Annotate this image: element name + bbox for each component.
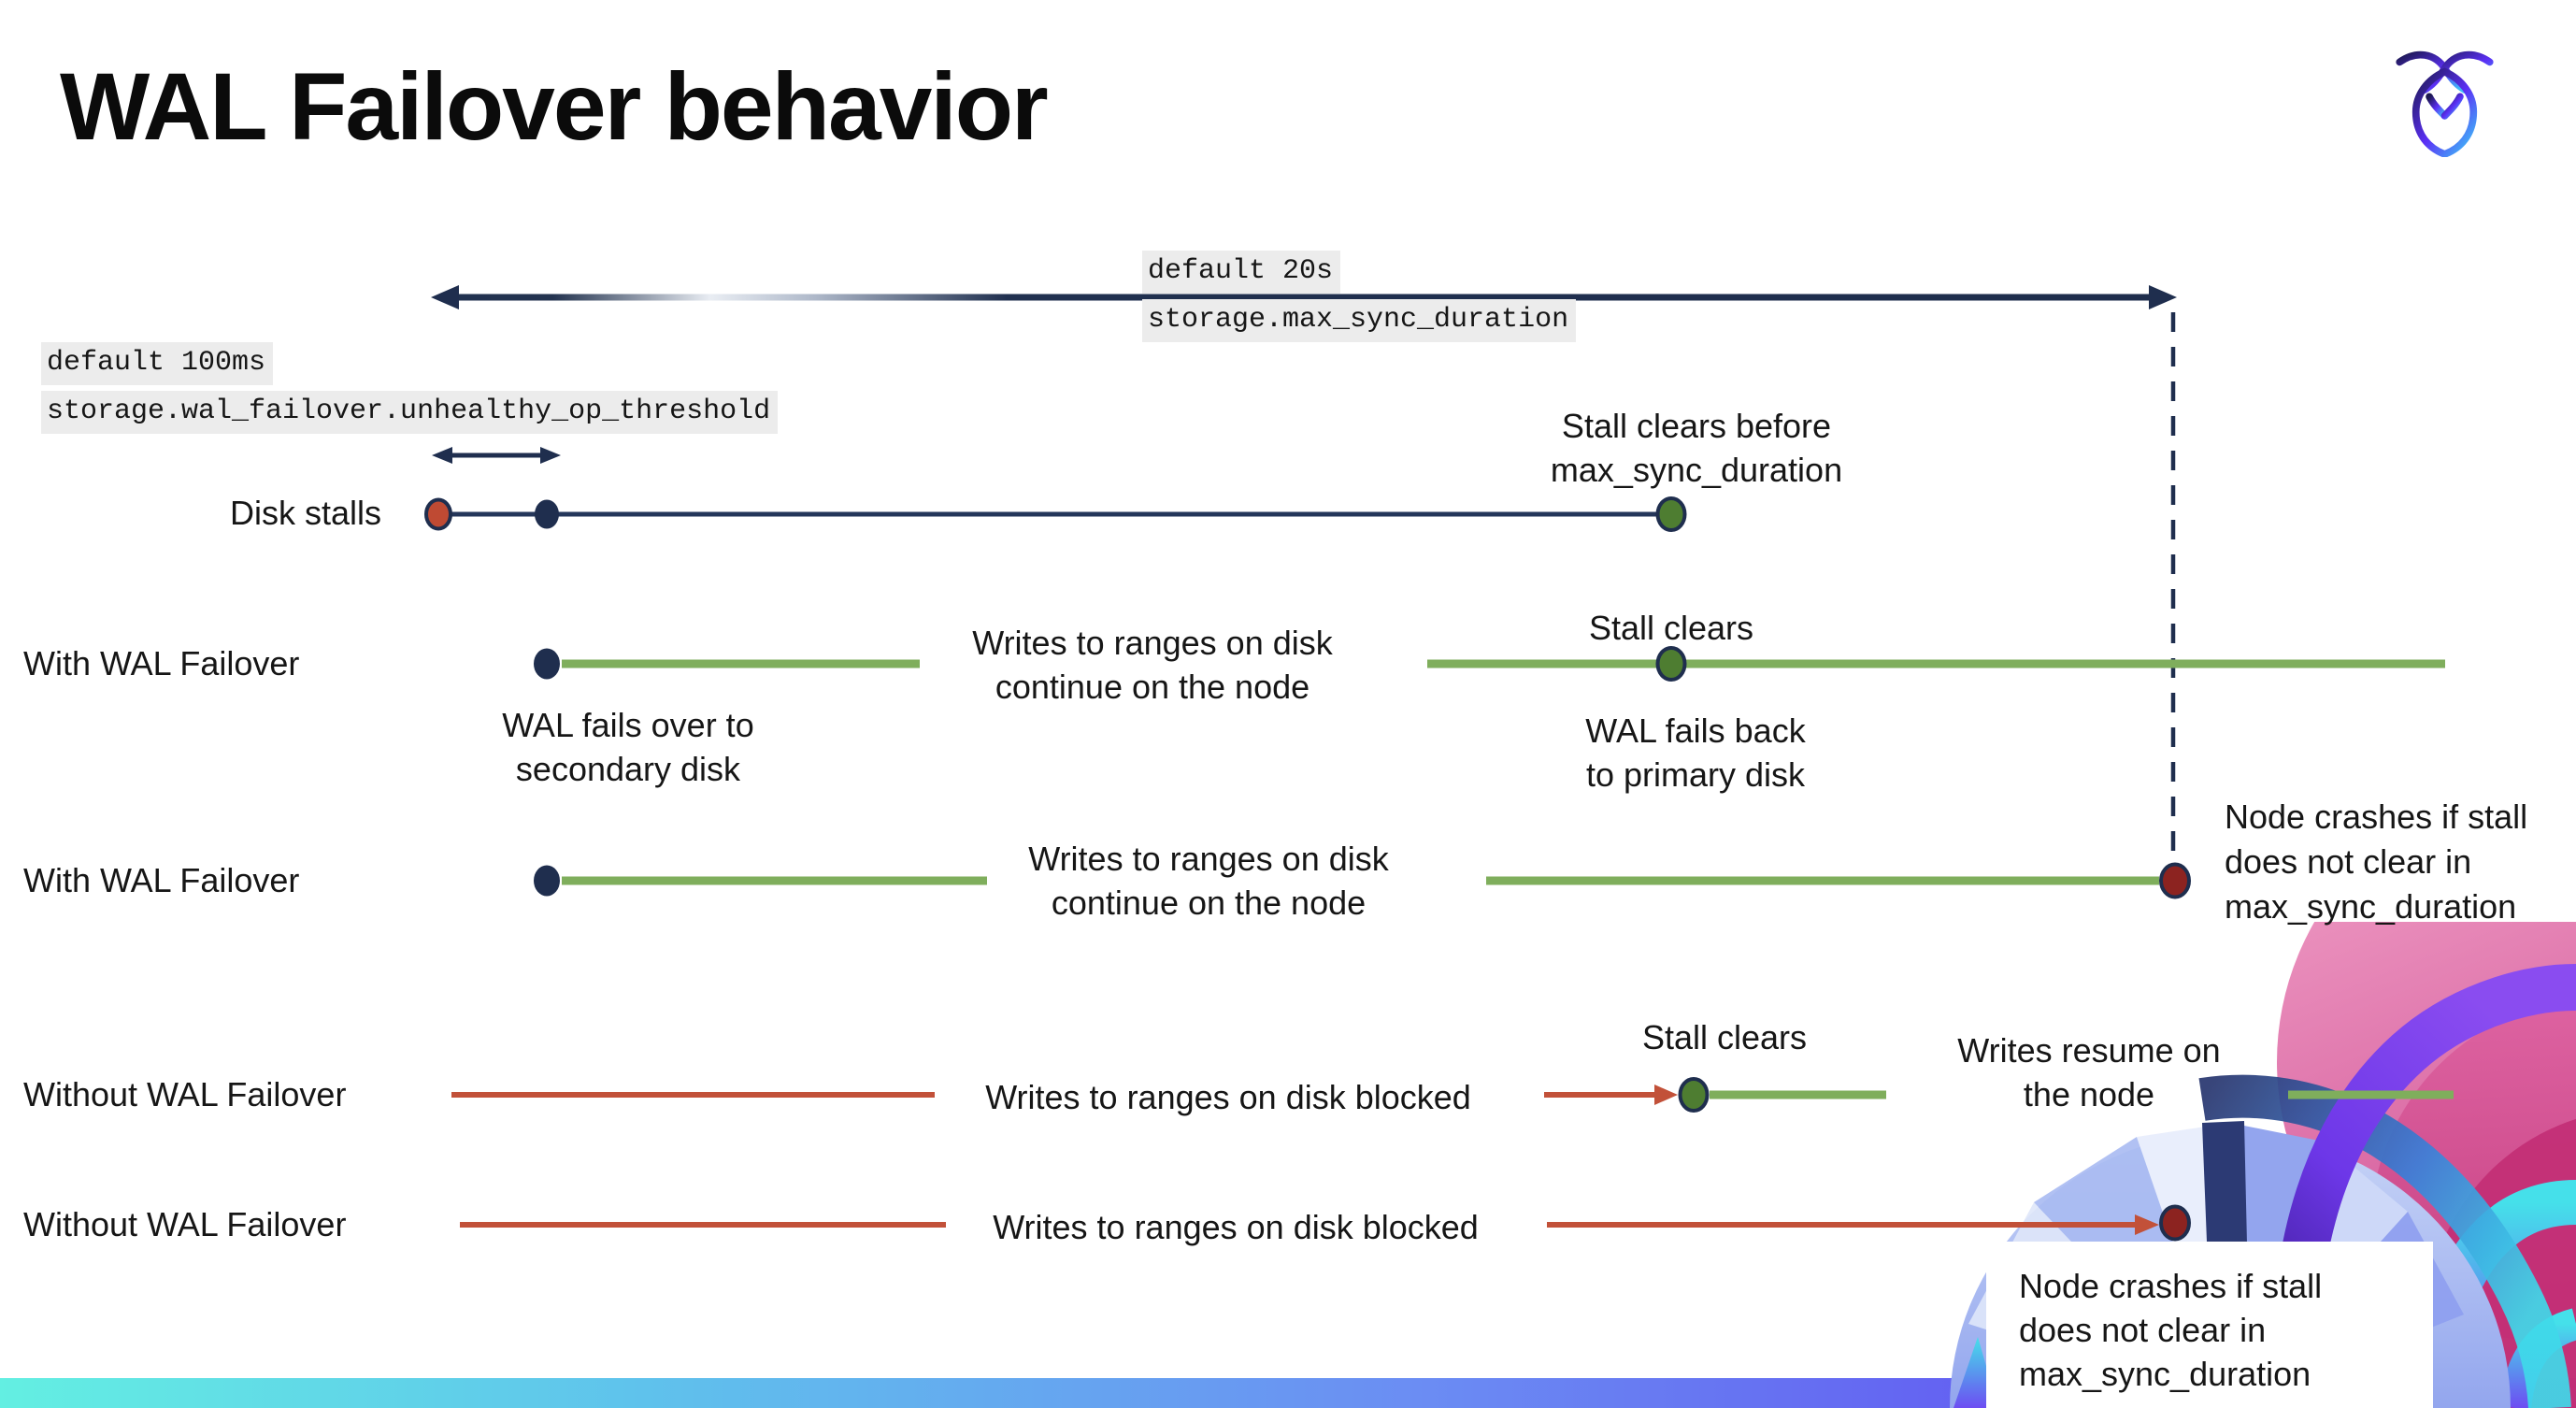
page-title: WAL Failover behavior (60, 53, 1049, 160)
note-writes-blocked-2: Writes to ranges on disk blocked (993, 1208, 1479, 1246)
note-node-crashes-2: Node crashes if stall does not clear in … (2019, 1267, 2323, 1393)
crash-note-box (1986, 1242, 2433, 1408)
row-label-without-wal-failover-1: Without WAL Failover (23, 1075, 347, 1113)
max-sync-setting-name: storage.max_sync_duration (1142, 299, 1577, 342)
row-label-with-wal-failover-2: With WAL Failover (23, 861, 300, 899)
max-sync-duration-arrow (431, 285, 2177, 309)
cockroachdb-logo-icon (2396, 50, 2494, 157)
note-writes-continue-2: Writes to ranges on disk continue on the… (1028, 840, 1389, 922)
timeline-wal-failover-clears (534, 646, 2445, 682)
note-stall-clears-2: Stall clears (1641, 1018, 1808, 1056)
note-node-crashes-1: Node crashes if stall does not clear in … (2225, 797, 2528, 926)
note-wal-fails-back: WAL fails back to primary disk (1585, 711, 1806, 794)
unhealthy-op-threshold-arrow (432, 447, 561, 464)
note-writes-blocked-1: Writes to ranges on disk blocked (985, 1078, 1471, 1116)
note-writes-continue-1: Writes to ranges on disk continue on the… (972, 624, 1333, 706)
note-stall-clears-1: Stall clears (1588, 609, 1754, 647)
max-sync-default-value: default 20s (1142, 251, 1341, 294)
timeline-no-failover-crash (460, 1204, 2191, 1242)
timeline-no-failover-clears (451, 1077, 2454, 1113)
note-writes-resume: Writes resume on the node (1957, 1031, 2221, 1113)
row-label-disk-stalls: Disk stalls (230, 494, 382, 532)
threshold-setting-name: storage.wal_failover.unhealthy_op_thresh… (41, 391, 779, 434)
note-wal-fails-over: WAL fails over to secondary disk (502, 706, 754, 788)
note-stall-clears-before: Stall clears before max_sync_duration (1550, 407, 1843, 489)
threshold-default-value: default 100ms (41, 342, 274, 385)
unhealthy-op-threshold-label: default 100ms storage.wal_failover.unhea… (41, 342, 779, 434)
timeline-wal-failover-crash (534, 862, 2191, 899)
row-label-with-wal-failover-1: With WAL Failover (23, 644, 300, 682)
timeline-disk-stalls (424, 496, 1687, 532)
max-sync-duration-label: default 20s storage.max_sync_duration (1142, 251, 1577, 342)
row-label-without-wal-failover-2: Without WAL Failover (23, 1205, 347, 1243)
